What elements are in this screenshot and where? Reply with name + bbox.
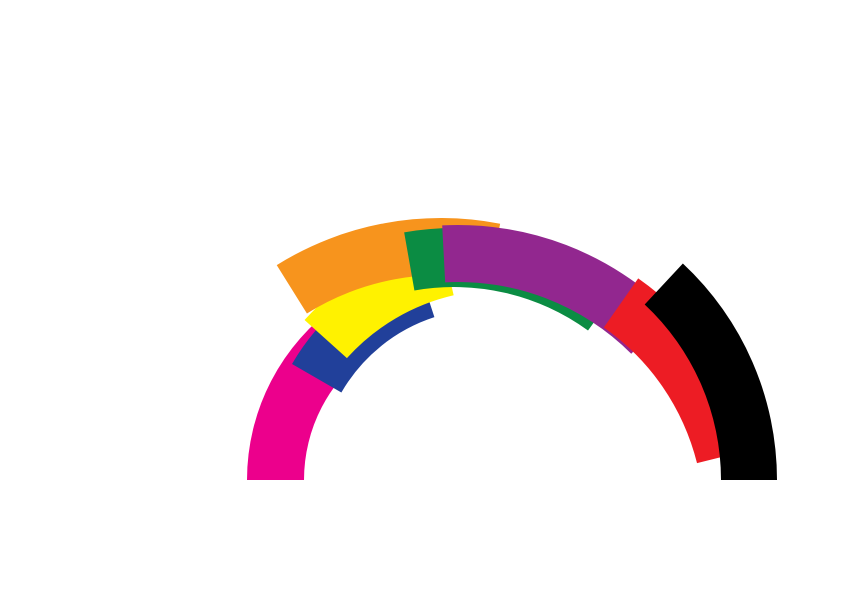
arc-layer xyxy=(247,218,777,480)
arc-segment-black xyxy=(644,263,777,480)
